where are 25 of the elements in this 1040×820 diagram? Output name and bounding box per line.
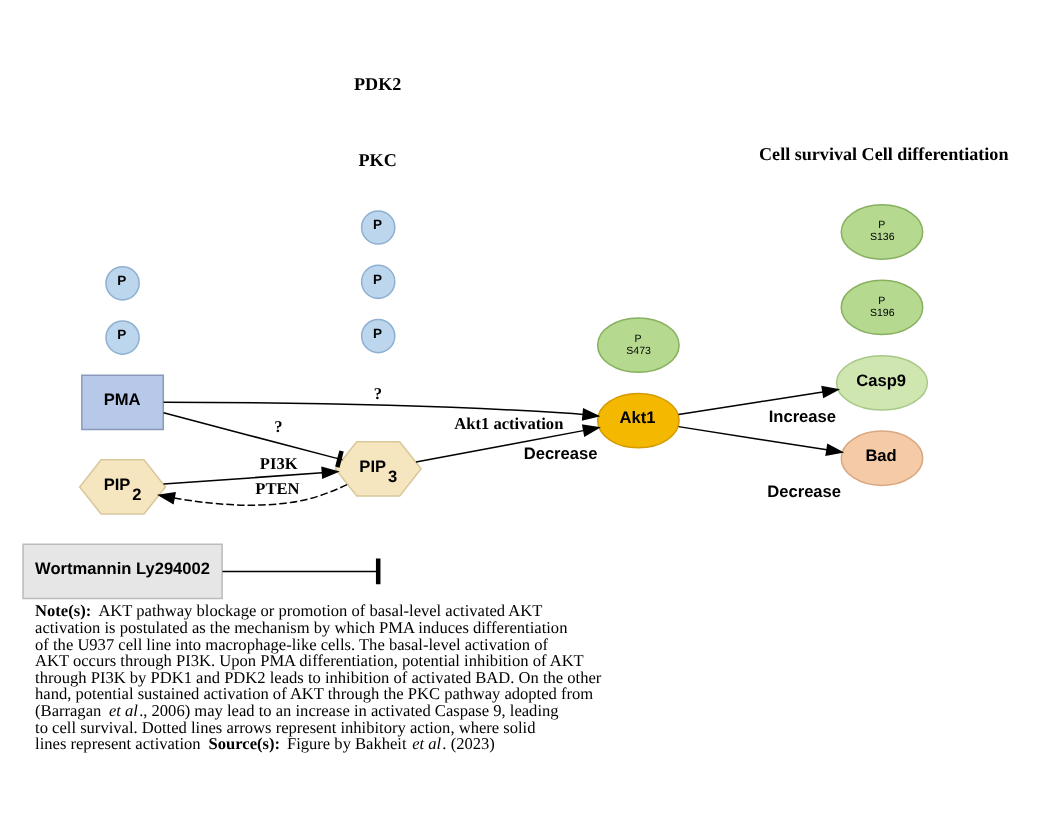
node-ellipse: Bad — [840, 430, 924, 487]
node-label: Decrease — [523, 443, 598, 464]
arrow — [156, 483, 348, 506]
connector — [162, 412, 344, 468]
node-box: PMA — [81, 374, 165, 431]
label: PDK2 — [354, 74, 402, 95]
edge-label: ? — [373, 385, 382, 404]
node-label: Increase — [768, 405, 836, 426]
caption: Note(s): AKT pathway blockage or promotion of basal-level activated AKT activation is postulated as the mechanism by which PMA induces differentiation of the U937 cell line into macrophage-like cells. The basal-level activation of AKT occurs through PI3K. Upon PMA differentiation, potential inhibition of AKT through PI3K by PDK1 and PDK2 leads to inhibition of activated BAD. On the other hand, potential sustained activation of AKT through the PKC pathway adopted from (Barragan et al., 2006) may lead to an increase in activated Caspase 9, leading to cell survival. Dotted lines arrows represent inhibitory action, where solid lines represent activation Source(s): Figure by Bakheit et al. (2023) — [35, 602, 602, 754]
edge-label: PTEN — [255, 480, 300, 499]
arrow — [677, 425, 845, 457]
edge-label: PI3K — [259, 454, 298, 473]
node-ellipse: Akt1 — [596, 392, 680, 449]
arrow — [162, 401, 601, 421]
edge-label: ? — [274, 418, 283, 437]
edge-label: Akt1 activation — [454, 415, 564, 434]
arrow — [415, 424, 601, 463]
arrow — [162, 466, 340, 485]
connector — [221, 570, 378, 573]
label: PKC — [358, 149, 397, 170]
node-box: Wortmannin Ly294002 — [22, 543, 223, 600]
node-label: Decrease — [767, 481, 842, 502]
arrow — [677, 385, 841, 416]
label: Cell survival Cell differentiation — [759, 143, 1009, 164]
node-ellipse: Casp9 — [835, 354, 929, 411]
